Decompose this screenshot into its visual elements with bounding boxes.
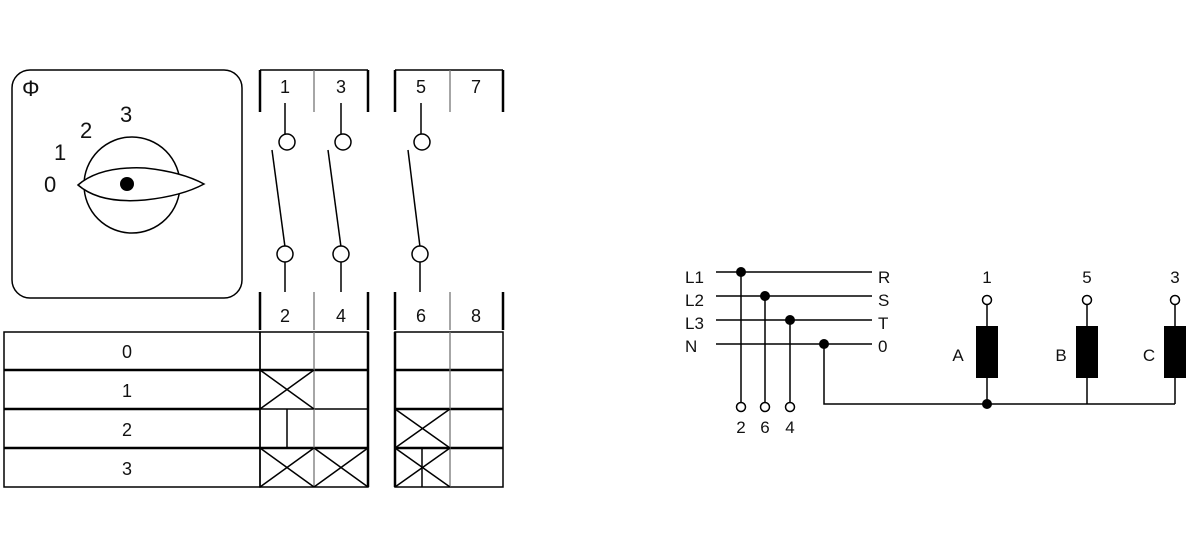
closed-mark-pos1-c1: [259, 369, 315, 410]
wire-terminal-4: [784, 401, 796, 413]
switching-table: 0 1 2 3: [3, 331, 504, 488]
output-label-0: 0: [878, 337, 887, 356]
knob-center-dot: [120, 177, 134, 191]
svg-text:2: 2: [736, 418, 745, 437]
terminal-label-4: 4: [336, 306, 346, 326]
row-label-2: 2: [122, 420, 132, 440]
contact-1-2: [271, 103, 296, 292]
line-label-l1: L1: [685, 268, 704, 287]
output-label-s: S: [878, 291, 889, 310]
svg-text:3: 3: [1170, 268, 1179, 287]
load-c: 3 C: [1143, 268, 1186, 404]
terminal-label-7: 7: [471, 77, 481, 97]
position-label-2: 2: [80, 118, 92, 143]
contact-5-6: [407, 103, 431, 292]
terminal-label-3: 3: [336, 77, 346, 97]
position-label-3: 3: [120, 102, 132, 127]
svg-text:1: 1: [982, 268, 991, 287]
line-label-l3: L3: [685, 314, 704, 333]
row-label-0: 0: [122, 342, 132, 362]
svg-text:C: C: [1143, 346, 1155, 365]
wire-terminal-6: [759, 401, 771, 413]
contact-block-1: 1 3 2 4: [258, 69, 370, 330]
closed-mark-pos3-c3: [313, 447, 369, 488]
row-label-1: 1: [122, 381, 132, 401]
output-label-r: R: [878, 268, 890, 287]
terminal-label-8: 8: [471, 306, 481, 326]
row-label-3: 3: [122, 459, 132, 479]
line-label-l2: L2: [685, 291, 704, 310]
svg-text:5: 5: [1082, 268, 1091, 287]
load-a: 1 A: [952, 268, 998, 404]
svg-text:A: A: [952, 346, 964, 365]
contact-block-2: 5 7 6 8: [393, 69, 505, 330]
wire-terminal-2: [735, 401, 747, 413]
svg-text:B: B: [1055, 346, 1066, 365]
phi-symbol: Φ: [22, 76, 40, 101]
closed-mark-pos3-c1: [259, 447, 315, 488]
knob-pointer[interactable]: [76, 167, 206, 202]
wiring-schematic: L1 L2 L3 N R S T 0 2 6 4 1: [685, 267, 1186, 437]
selector-frame: [11, 69, 243, 299]
terminal-label-5: 5: [416, 77, 426, 97]
terminal-label-1: 1: [280, 77, 290, 97]
contact-3-4: [327, 103, 352, 292]
terminal-label-2: 2: [280, 306, 290, 326]
selector-panel: Φ 0 1 2 3: [11, 69, 243, 299]
terminal-label-6: 6: [416, 306, 426, 326]
position-label-1: 1: [54, 140, 66, 165]
load-b: 5 B: [1055, 268, 1098, 404]
position-label-0: 0: [44, 172, 56, 197]
closed-mark-pos2-c5: [394, 408, 451, 449]
output-label-t: T: [878, 314, 888, 333]
line-label-n: N: [685, 337, 697, 356]
neutral-return-wire: [823, 344, 1175, 405]
svg-text:4: 4: [785, 418, 794, 437]
svg-text:6: 6: [760, 418, 769, 437]
